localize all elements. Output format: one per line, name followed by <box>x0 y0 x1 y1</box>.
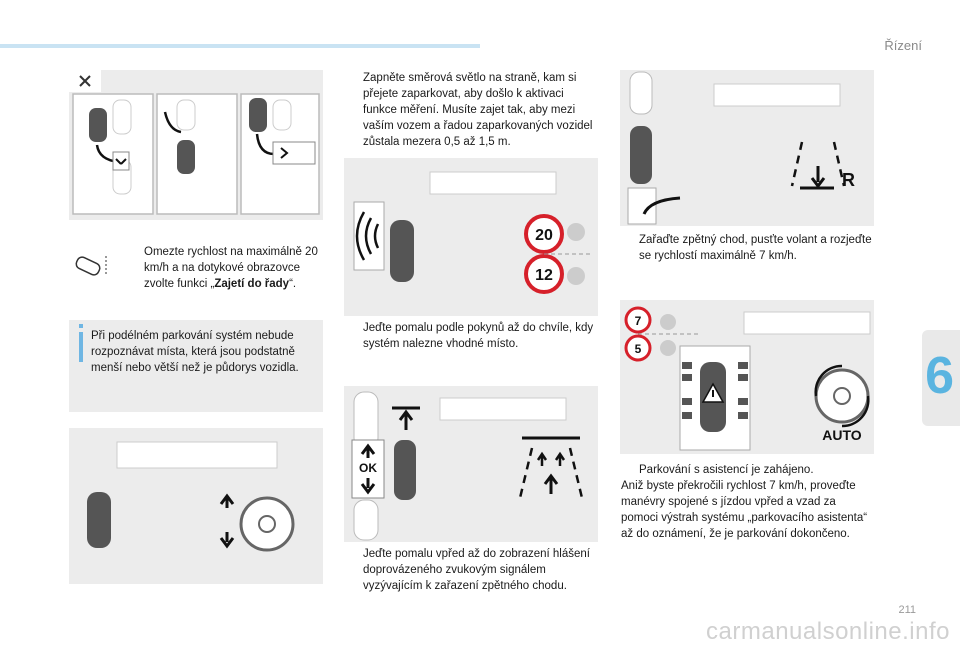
close-icon <box>79 75 91 87</box>
bullet-icon <box>345 320 363 352</box>
step-reverse: Zařaďte zpětný chod, pusťte volant a roz… <box>621 232 873 264</box>
steering-wheel-panel <box>69 428 323 584</box>
speed-sign-low: 12 <box>524 254 564 294</box>
step-assist-started: Parkování s asistencí je zahájeno. Aniž … <box>621 462 875 542</box>
bullet-icon <box>126 244 144 292</box>
warning-icon <box>701 382 725 403</box>
step-indicator: Zapněte směrová světlo na straně, kam si… <box>345 70 597 150</box>
steering-wheel-icon <box>239 496 295 552</box>
info-text: Při podélném parkování systém nebude roz… <box>91 330 299 374</box>
reverse-gear-panel: R <box>620 70 874 226</box>
arrow-up-icon <box>360 443 376 458</box>
arrow-down-icon <box>360 478 376 495</box>
speed-sign-low: 5 <box>624 334 652 362</box>
space-search-panel: 20 12 <box>344 158 598 316</box>
section-title: Řízení <box>884 38 922 53</box>
bullet-icon <box>621 462 639 478</box>
svg-text:5: 5 <box>635 342 642 356</box>
arrow-up-icon <box>219 493 235 508</box>
bullet-icon <box>345 70 363 150</box>
watermark: carmanualsonline.info <box>706 618 950 645</box>
step-drive-slowly: Jeďte pomalu podle pokynů až do chvíle, … <box>345 320 597 352</box>
step-drive-forward: Jeďte pomalu vpřed až do zobrazení hláše… <box>345 546 597 594</box>
svg-text:7: 7 <box>635 314 642 328</box>
speed-sign-high: 7 <box>624 306 652 334</box>
car-icon <box>89 98 292 195</box>
chapter-tab <box>922 330 960 426</box>
space-found-panel: OK <box>344 386 598 542</box>
rotate-icon <box>814 364 870 428</box>
svg-text:12: 12 <box>535 267 553 284</box>
function-name: Zajetí do řady <box>214 278 290 290</box>
header-accent-bar <box>0 44 480 48</box>
steering-wheel-icon <box>567 223 585 285</box>
info-box: Při podélném parkování systém nebude roz… <box>69 320 323 412</box>
parking-maneuver-icon <box>75 256 107 276</box>
steering-wheel-icon <box>814 368 870 424</box>
arrow-down-icon <box>219 532 235 549</box>
reverse-label: R <box>842 170 855 190</box>
page-number: 211 <box>898 604 916 616</box>
step-limit-speed: Omezte rychlost na maximálně 20 km/h a n… <box>126 244 322 292</box>
assist-instructions: Aniž byste překročili rychlost 7 km/h, p… <box>621 480 868 540</box>
auto-label: AUTO <box>822 427 862 443</box>
bullet-icon <box>621 232 639 264</box>
chapter-number: 6 <box>925 347 954 405</box>
ok-label: OK <box>359 461 377 475</box>
bullet-icon <box>345 546 363 594</box>
info-icon <box>79 324 83 362</box>
auto-steering-panel: 7 5 AUTO <box>620 300 874 454</box>
parking-modes-panel <box>69 70 323 220</box>
speed-sign-high: 20 <box>524 214 564 254</box>
svg-text:20: 20 <box>535 227 553 244</box>
